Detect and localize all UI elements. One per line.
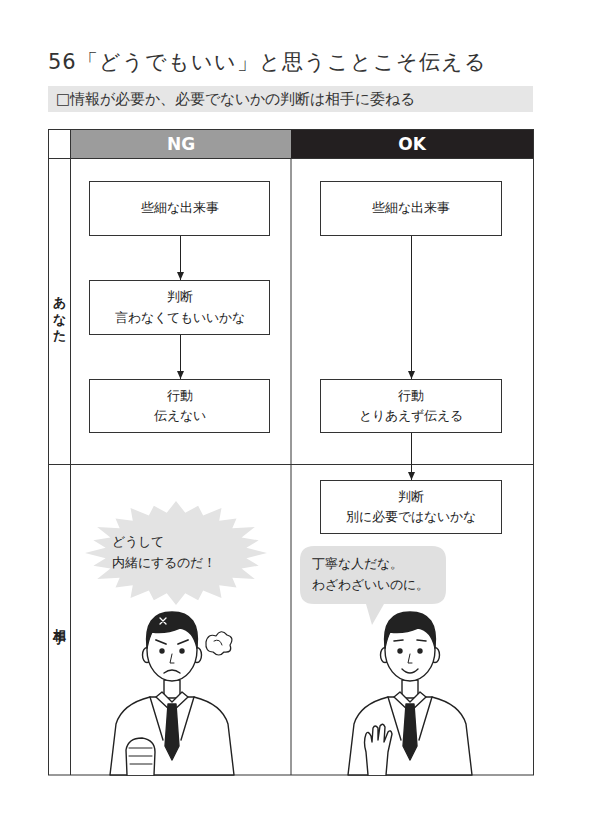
angry-man-illustration <box>110 612 234 775</box>
table-frame <box>49 130 534 776</box>
eye <box>398 649 402 653</box>
bubble-text-area: どうして 内緒にするのだ！ <box>112 520 240 586</box>
nose <box>408 654 412 663</box>
flow-arrow <box>411 236 412 379</box>
neck <box>402 680 418 698</box>
flow-arrow <box>411 433 412 480</box>
box-text: とりあえず伝える <box>359 406 463 426</box>
process-box: 行動伝えない <box>89 379 270 433</box>
suit <box>348 697 472 775</box>
box-heading: 判断 <box>398 487 424 507</box>
bubble-outline <box>84 500 268 606</box>
steam-puff <box>206 632 232 655</box>
eyebrow <box>394 640 426 641</box>
box-heading: 判断 <box>167 287 193 307</box>
fist <box>129 748 152 764</box>
speech-bubble: 丁寧な人だな。 わざわざいいのに。 <box>300 546 446 626</box>
box-text: 些細な出来事 <box>372 198 450 218</box>
table-rule <box>70 130 71 776</box>
process-box: 判断言わなくてもいいかな <box>89 280 270 335</box>
bubble-shape <box>85 501 267 605</box>
raised-hand <box>365 724 393 775</box>
process-box: 行動とりあえず伝える <box>320 379 502 433</box>
box-text: NG <box>167 134 195 154</box>
flow-arrow <box>180 236 181 280</box>
row-header: 相手 <box>50 618 68 622</box>
table-rule <box>49 464 534 465</box>
box-text: □情報が必要か、必要でないかの判断は相手に委ねる <box>56 90 415 109</box>
eye <box>418 649 422 653</box>
steam-puff <box>214 640 222 645</box>
bubble-text-area: 丁寧な人だな。 わざわざいいのに。 <box>312 552 440 598</box>
process-box: 些細な出来事 <box>89 181 270 236</box>
box-text: どうして 内緒にするのだ！ <box>112 532 240 574</box>
eye <box>160 649 164 653</box>
tie <box>403 704 417 760</box>
box-heading: 行動 <box>398 386 424 406</box>
shout-bubble: どうして 内緒にするのだ！ <box>84 500 268 606</box>
fist <box>126 738 155 775</box>
row-header: あなた <box>50 286 68 337</box>
neck <box>164 680 180 698</box>
page-title: 56「どうでもいい」と思うことこそ伝える <box>48 48 487 76</box>
box-text: 丁寧な人だな。 わざわざいいのに。 <box>312 554 440 596</box>
flow-arrow <box>180 335 181 379</box>
box-text: 言わなくてもいいかな <box>115 308 245 328</box>
box-text: 別に必要ではないかな <box>346 507 476 527</box>
suit <box>110 697 234 775</box>
column-header: NG <box>71 130 291 158</box>
mouth <box>402 669 418 673</box>
column-header: OK <box>291 130 533 158</box>
process-box: 些細な出来事 <box>320 181 502 236</box>
eye <box>180 649 184 653</box>
box-heading: 行動 <box>167 386 193 406</box>
eyebrow <box>156 640 188 644</box>
subtitle-band: □情報が必要か、必要でないかの判断は相手に委ねる <box>48 86 533 112</box>
box-text: OK <box>398 134 426 154</box>
row-header-cell: 相手 <box>48 465 70 775</box>
pleased-man-illustration <box>348 612 472 775</box>
row-header-cell: あなた <box>48 159 70 464</box>
process-box: 判断別に必要ではないかな <box>320 480 502 534</box>
anger-mark <box>160 618 166 624</box>
hair <box>385 612 436 648</box>
bubble-shape <box>300 546 446 625</box>
mouth <box>164 670 180 673</box>
box-text: 些細な出来事 <box>141 198 219 218</box>
box-text: 伝えない <box>154 406 206 426</box>
table-rule <box>291 130 292 776</box>
table-rule <box>49 158 534 159</box>
tie <box>165 704 179 760</box>
hair <box>147 612 198 648</box>
nose <box>170 654 174 663</box>
